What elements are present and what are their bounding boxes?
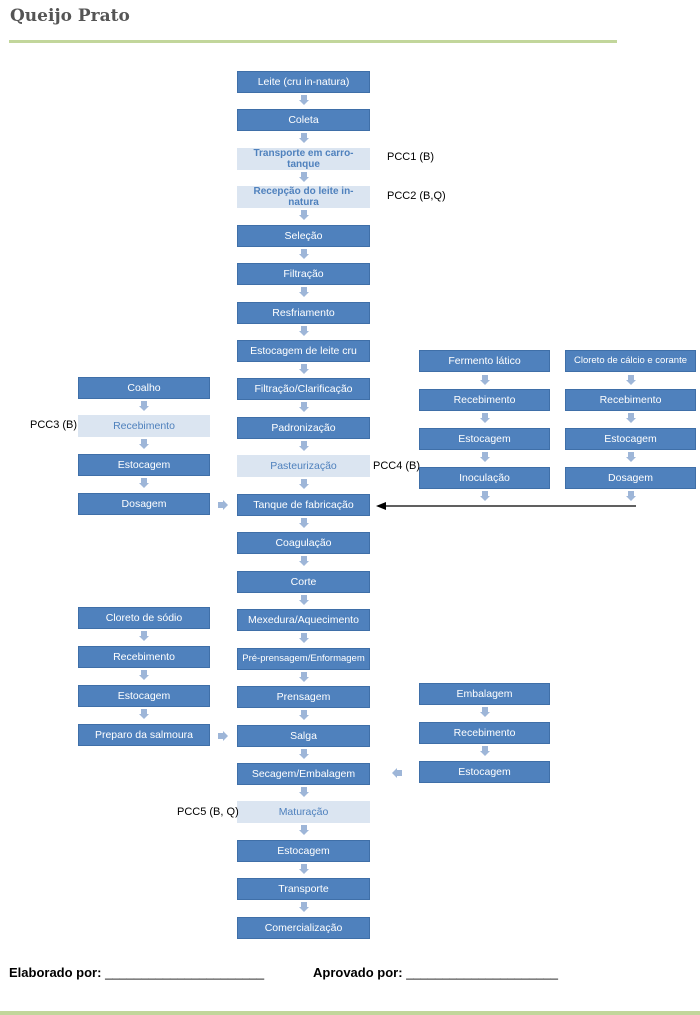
main-step-prensagem: Prensagem bbox=[237, 686, 370, 708]
pcc2-label: PCC2 (B,Q) bbox=[387, 190, 446, 202]
main-step-estocagem: Estocagem bbox=[237, 840, 370, 862]
embalagem-step-embalagem: Embalagem bbox=[419, 683, 550, 705]
sodio-step-recebimento: Recebimento bbox=[78, 646, 210, 668]
arrow-down-icon bbox=[299, 902, 309, 912]
main-step-filtracao: Filtração bbox=[237, 263, 370, 285]
coalho-step-estocagem: Estocagem bbox=[78, 454, 210, 476]
pcc1-label: PCC1 (B) bbox=[387, 151, 435, 163]
arrow-down-icon bbox=[299, 633, 309, 643]
top-divider bbox=[9, 40, 617, 43]
arrow-down-icon bbox=[139, 631, 149, 641]
elaborado-por-label: Elaborado por: bbox=[9, 965, 102, 980]
coalho-step-coalho: Coalho bbox=[78, 377, 210, 399]
main-step-transporte: Transporte bbox=[237, 878, 370, 900]
main-step-secagem-embalagem: Secagem/Embalagem bbox=[237, 763, 370, 785]
elaborado-por-field: Elaborado por: ______________________ bbox=[9, 965, 264, 980]
arrow-down-icon bbox=[299, 249, 309, 259]
arrow-down-icon bbox=[480, 707, 490, 717]
arrow-down-icon bbox=[139, 670, 149, 680]
arrow-down-icon bbox=[626, 375, 636, 385]
main-step-maturacao: Maturação bbox=[237, 801, 370, 823]
elaborado-por-blank: ______________________ bbox=[105, 965, 265, 980]
arrow-down-icon bbox=[299, 595, 309, 605]
arrow-down-icon bbox=[299, 287, 309, 297]
calcio-step-dosagem: Dosagem bbox=[565, 467, 696, 489]
arrow-down-icon bbox=[299, 825, 309, 835]
arrow-right-icon bbox=[218, 500, 228, 510]
main-step-corte: Corte bbox=[237, 571, 370, 593]
calcio-step-estocagem: Estocagem bbox=[565, 428, 696, 450]
arrow-down-icon bbox=[299, 95, 309, 105]
coalho-step-dosagem: Dosagem bbox=[78, 493, 210, 515]
pcc5-label: PCC5 (B, Q) bbox=[177, 806, 239, 818]
main-step-transporte-carro-tanque: Transporte em carro-tanque bbox=[237, 148, 370, 170]
arrow-down-icon bbox=[299, 787, 309, 797]
arrow-down-icon bbox=[299, 518, 309, 528]
main-step-tanque-fabricacao: Tanque de fabricação bbox=[237, 494, 370, 516]
main-step-coagulacao: Coagulação bbox=[237, 532, 370, 554]
arrow-down-icon bbox=[299, 672, 309, 682]
calcio-step-cloreto: Cloreto de cálcio e corante bbox=[565, 350, 696, 372]
aprovado-por-blank: _____________________ bbox=[406, 965, 559, 980]
main-step-salga: Salga bbox=[237, 725, 370, 747]
arrow-down-icon bbox=[299, 441, 309, 451]
arrow-down-icon bbox=[480, 452, 490, 462]
arrow-left-icon bbox=[392, 768, 402, 778]
main-step-selecao: Seleção bbox=[237, 225, 370, 247]
sodio-step-estocagem: Estocagem bbox=[78, 685, 210, 707]
main-step-comercializacao: Comercialização bbox=[237, 917, 370, 939]
arrow-down-icon bbox=[299, 479, 309, 489]
main-step-estocagem-leite-cru: Estocagem de leite cru bbox=[237, 340, 370, 362]
page-title: Queijo Prato bbox=[10, 6, 130, 26]
arrow-down-icon bbox=[480, 375, 490, 385]
pcc3-label: PCC3 (B) bbox=[30, 419, 78, 431]
arrow-down-icon bbox=[299, 864, 309, 874]
arrow-down-icon bbox=[299, 749, 309, 759]
sodio-step-cloreto: Cloreto de sódio bbox=[78, 607, 210, 629]
sodio-step-preparo-salmoura: Preparo da salmoura bbox=[78, 724, 210, 746]
arrow-down-icon bbox=[299, 402, 309, 412]
arrow-down-icon bbox=[139, 709, 149, 719]
aprovado-por-field: Aprovado por: _____________________ bbox=[313, 965, 558, 980]
fermento-step-estocagem: Estocagem bbox=[419, 428, 550, 450]
coalho-step-recebimento: Recebimento bbox=[78, 415, 210, 437]
main-step-filtracao-clarificacao: Filtração/Clarificação bbox=[237, 378, 370, 400]
arrow-down-icon bbox=[480, 746, 490, 756]
arrow-down-icon bbox=[299, 210, 309, 220]
embalagem-step-recebimento: Recebimento bbox=[419, 722, 550, 744]
main-step-leite: Leite (cru in-natura) bbox=[237, 71, 370, 93]
arrow-down-icon bbox=[626, 491, 636, 501]
arrow-down-icon bbox=[139, 478, 149, 488]
main-step-mexedura: Mexedura/Aquecimento bbox=[237, 609, 370, 631]
fermento-step-recebimento: Recebimento bbox=[419, 389, 550, 411]
arrow-down-icon bbox=[299, 710, 309, 720]
arrow-down-icon bbox=[626, 413, 636, 423]
arrow-down-icon bbox=[299, 326, 309, 336]
arrow-down-icon bbox=[480, 491, 490, 501]
main-step-pre-prensagem: Pré-prensagem/Enformagem bbox=[237, 648, 370, 670]
fermento-step-inoculacao: Inoculação bbox=[419, 467, 550, 489]
arrow-right-icon bbox=[218, 731, 228, 741]
main-step-coleta: Coleta bbox=[237, 109, 370, 131]
aprovado-por-label: Aprovado por: bbox=[313, 965, 403, 980]
fermento-step-fermento: Fermento lático bbox=[419, 350, 550, 372]
pcc4-label: PCC4 (B) bbox=[373, 460, 421, 472]
arrow-down-icon bbox=[299, 172, 309, 182]
main-step-padronizacao: Padronização bbox=[237, 417, 370, 439]
arrow-down-icon bbox=[480, 413, 490, 423]
calcio-step-recebimento: Recebimento bbox=[565, 389, 696, 411]
arrow-down-icon bbox=[626, 452, 636, 462]
arrow-down-icon bbox=[139, 439, 149, 449]
arrow-down-icon bbox=[299, 364, 309, 374]
main-step-pasteurizacao: Pasteurização bbox=[237, 455, 370, 477]
arrow-down-icon bbox=[139, 401, 149, 411]
embalagem-step-estocagem: Estocagem bbox=[419, 761, 550, 783]
bottom-divider bbox=[0, 1011, 700, 1015]
arrow-down-icon bbox=[299, 133, 309, 143]
main-step-recepcao: Recepção do leite in-natura bbox=[237, 186, 370, 208]
arrow-down-icon bbox=[299, 556, 309, 566]
main-step-resfriamento: Resfriamento bbox=[237, 302, 370, 324]
